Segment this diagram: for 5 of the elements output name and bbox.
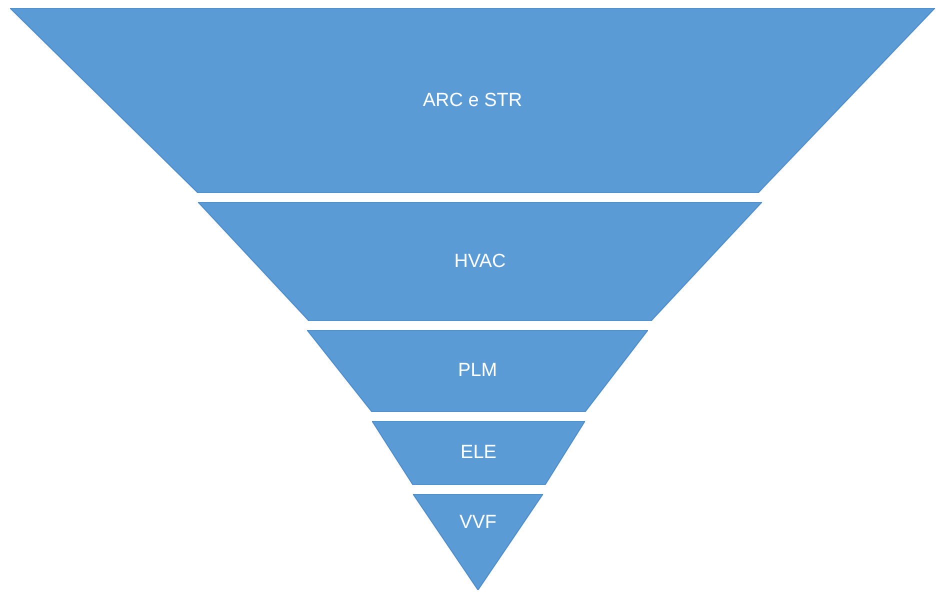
segment-label: ARC e STR xyxy=(422,90,522,112)
segment-label: ELE xyxy=(460,442,496,464)
segment-label: VVF xyxy=(460,512,496,534)
segment-label: PLM xyxy=(458,360,498,382)
segment-label: HVAC xyxy=(454,250,506,272)
